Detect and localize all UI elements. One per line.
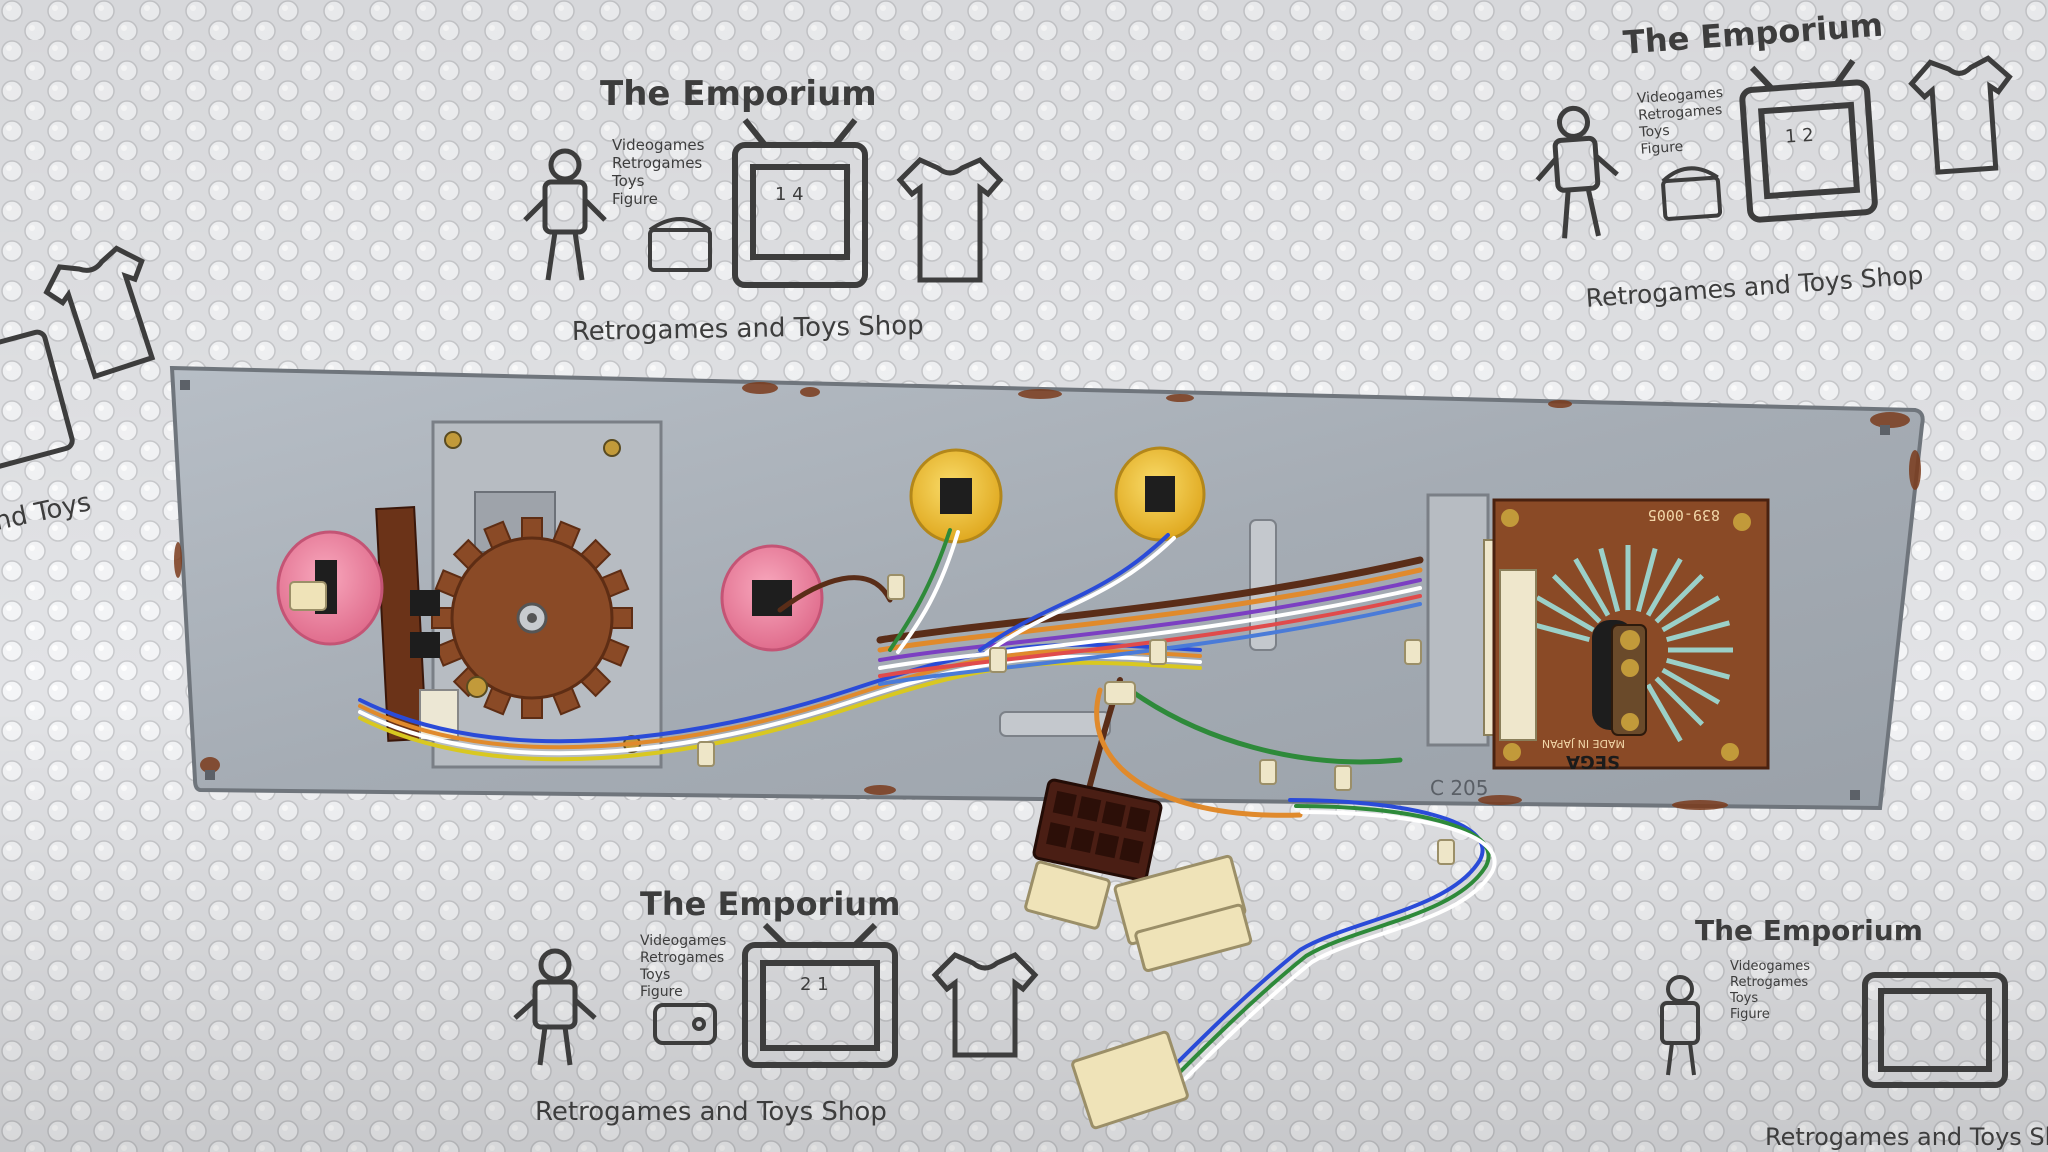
reed-switch — [1598, 547, 1621, 613]
retro-tv-icon — [732, 118, 868, 288]
reed-switch — [1535, 595, 1595, 633]
watermark-menu-item: Retrogames — [612, 154, 702, 172]
watermark-menu-item: Toys — [1729, 991, 1758, 1006]
pcb-origin-text: MADE IN JAPAN — [1542, 737, 1625, 750]
zip-ties — [697, 574, 1455, 865]
retro-tv-icon — [1862, 972, 2008, 1088]
watermark-menu-item: Videogames — [1636, 85, 1723, 107]
reed-switch — [1645, 683, 1683, 743]
reed-switch — [1665, 657, 1731, 680]
pcb-maker-logo: SEGA — [1566, 751, 1620, 772]
watermark-bottom-right: The Emporium Videogames Retrogames Toys … — [1660, 914, 2048, 1151]
reed-switch — [1645, 557, 1683, 617]
watermark-menu-item: Retrogames — [1730, 975, 1808, 990]
reed-switch — [1654, 676, 1705, 727]
spinner-gear-wheel — [431, 517, 633, 719]
arcade-button-yellow-right — [1114, 446, 1206, 542]
selector-switch-assembly: 839-0005 MADE IN JAPAN SEGA — [1426, 493, 1770, 772]
connector-cream-2 — [1113, 854, 1253, 973]
arcade-button-pink-small — [720, 544, 824, 652]
reed-switch — [1573, 557, 1611, 617]
panel-mounting-holes — [180, 380, 1890, 800]
watermark-subtitle: Retrogames and Toys Shop — [572, 311, 924, 347]
reed-switch — [1654, 573, 1705, 624]
panel-stamp: C 205 — [1430, 776, 1489, 800]
watermark-menu-item: Figure — [1730, 1007, 1770, 1022]
watermark-menu-item: Videogames — [640, 933, 726, 949]
watermark-tv-screen: 1 4 — [775, 184, 804, 205]
watermark-menu-item: Figure — [640, 984, 683, 1000]
watermark-menu-item: Toys — [639, 967, 670, 983]
arcade-button-yellow-left — [909, 448, 1003, 544]
watermark-top-center: The Emporium Videogames Retrogames Toys … — [523, 74, 1004, 347]
watermark-bottom-center: The Emporium Videogames Retrogames Toys … — [513, 885, 1039, 1127]
retro-tv-icon — [1739, 59, 1878, 223]
treasure-chest-icon — [1661, 166, 1723, 221]
tshirt-icon — [43, 245, 156, 380]
watermark-title: The Emporium — [640, 885, 900, 923]
treasure-chest-icon — [648, 217, 712, 272]
watermark-menu-item: Retrogames — [640, 950, 724, 966]
watermark-menu-item: Figure — [612, 190, 658, 208]
tshirt-icon — [931, 952, 1039, 1058]
pcb-part-number: 839-0005 — [1648, 506, 1720, 524]
reed-switch — [1551, 573, 1602, 624]
watermark-tv-screen: 1 2 — [1784, 125, 1814, 148]
mascot-robot-icon — [523, 148, 607, 281]
watermark-title: The Emporium — [1695, 914, 1923, 947]
connector-brown — [1032, 778, 1163, 882]
watermark-subtitle: Retrogames and Toys Shop — [535, 1097, 887, 1127]
watermark-menu-item: Retrogames — [1638, 102, 1723, 124]
reed-switch — [1661, 595, 1721, 633]
watermark-subtitle: Retrogames and Toys Shop — [1765, 1123, 2048, 1151]
connector-header-pcb — [1499, 569, 1537, 741]
reed-switch — [1665, 620, 1731, 643]
watermark-menu-item: Toys — [1638, 123, 1670, 141]
connector-cream-1 — [1024, 860, 1111, 930]
retro-tv-icon — [0, 329, 75, 471]
reed-switch — [1525, 620, 1591, 643]
watermark-left-edge — [0, 245, 156, 471]
connector-cream-3 — [1071, 1030, 1189, 1130]
retro-tv-icon — [742, 922, 898, 1068]
reed-switch — [1661, 667, 1721, 705]
tshirt-icon — [1908, 55, 2013, 175]
mascot-robot-icon — [513, 948, 597, 1066]
watermark-menu-item: Figure — [1640, 139, 1684, 158]
watermark-menu-item: Videogames — [612, 136, 705, 154]
rust-spots — [174, 382, 1921, 810]
watermark-menu-item: Toys — [611, 172, 645, 190]
reed-switch-array — [1525, 545, 1733, 743]
gamepad-icon — [653, 1003, 717, 1045]
watermark-menu-item: Videogames — [1730, 959, 1810, 974]
watermark-title: The Emporium — [600, 74, 877, 114]
tshirt-icon — [896, 157, 1004, 283]
arcade-button-pink-large — [276, 530, 384, 646]
mascot-robot-icon — [1535, 105, 1619, 239]
mascot-robot-icon — [1660, 975, 1700, 1076]
watermark-tv-screen: 2 1 — [800, 974, 829, 995]
reed-switch — [1635, 547, 1658, 613]
